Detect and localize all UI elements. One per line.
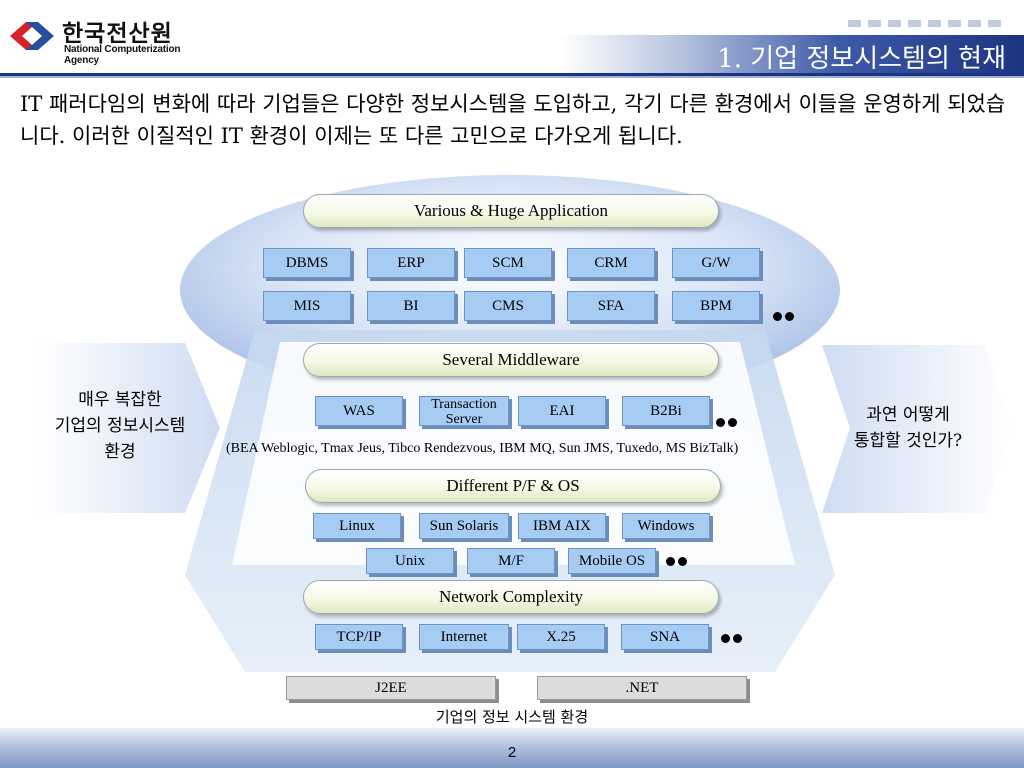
left-text-line-3: 환경 xyxy=(104,442,136,462)
application-layer-title: Various & Huge Application xyxy=(303,194,719,228)
platform-more-dots xyxy=(666,557,690,567)
pf-box-unix: Unix xyxy=(366,548,454,574)
app-box-bi: BI xyxy=(367,291,455,321)
pf-box-windows: Windows xyxy=(622,513,710,539)
mw-box-was: WAS xyxy=(315,396,403,426)
page-number: 2 xyxy=(507,744,517,761)
app-box-mis: MIS xyxy=(263,291,351,321)
diagram-caption: 기업의 정보 시스템 환경 xyxy=(435,708,589,726)
right-text: 과연 어떻게 통합할 것인가? xyxy=(820,402,996,454)
middleware-layer-title: Several Middleware xyxy=(303,343,719,377)
right-arrow-shape xyxy=(822,345,1012,513)
pf-box-ibm-aix: IBM AIX xyxy=(518,513,606,539)
slide-title: 1. 기업 정보시스템의 현재 xyxy=(717,44,1006,74)
decorative-squares xyxy=(848,12,1008,31)
middleware-more-dots xyxy=(716,418,740,428)
net-box-x25: X.25 xyxy=(517,624,605,650)
mw-box-b2bi: B2Bi xyxy=(622,396,710,426)
app-box-gw: G/W xyxy=(672,248,760,278)
logo-english-text: National Computerization Agency xyxy=(64,44,181,66)
app-box-sfa: SFA xyxy=(567,291,655,321)
logo-korean-text: 한국전산원 xyxy=(62,21,173,47)
network-layer-title: Network Complexity xyxy=(303,580,719,614)
pf-box-mobile-os: Mobile OS xyxy=(568,548,656,574)
right-text-line-1: 과연 어떻게 xyxy=(866,405,950,425)
platform-layer-title: Different P/F & OS xyxy=(305,469,721,503)
app-box-bpm: BPM xyxy=(672,291,760,321)
pf-box-mf: M/F xyxy=(467,548,555,574)
app-box-erp: ERP xyxy=(367,248,455,278)
left-text: 매우 복잡한 기업의 정보시스템 환경 xyxy=(20,387,220,465)
logo: 한국전산원 National Computerization Agency xyxy=(8,14,208,66)
app-box-scm: SCM xyxy=(464,248,552,278)
app-box-cms: CMS xyxy=(464,291,552,321)
left-text-line-2: 기업의 정보시스템 xyxy=(54,416,186,436)
footer-band xyxy=(0,728,1024,768)
right-text-line-2: 통합할 것인가? xyxy=(853,431,963,451)
middleware-note: (BEA Weblogic, Tmax Jeus, Tibco Rendezvo… xyxy=(226,441,739,456)
net-box-sna: SNA xyxy=(621,624,709,650)
net-box-tcpip: TCP/IP xyxy=(315,624,403,650)
left-text-line-1: 매우 복잡한 xyxy=(78,390,162,410)
base-box-j2ee: J2EE xyxy=(286,676,496,700)
logo-mark-icon xyxy=(10,22,54,50)
header-divider xyxy=(0,73,1024,76)
net-box-internet: Internet xyxy=(419,624,509,650)
app-box-crm: CRM xyxy=(567,248,655,278)
header-divider-light xyxy=(0,76,1024,78)
application-more-dots xyxy=(773,312,797,322)
pf-box-sun-solaris: Sun Solaris xyxy=(419,513,509,539)
mw-box-transaction-server: Transaction Server xyxy=(419,396,509,427)
mw-box-eai: EAI xyxy=(518,396,606,426)
base-box-dotnet: .NET xyxy=(537,676,747,700)
header-band xyxy=(560,35,1024,73)
intro-text: IT 패러다임의 변화에 따라 기업들은 다양한 정보시스템을 도입하고, 각기… xyxy=(20,92,1006,148)
network-more-dots xyxy=(721,634,745,644)
app-box-dbms: DBMS xyxy=(263,248,351,278)
left-arrow-shape xyxy=(35,343,220,513)
pf-box-linux: Linux xyxy=(313,513,401,539)
